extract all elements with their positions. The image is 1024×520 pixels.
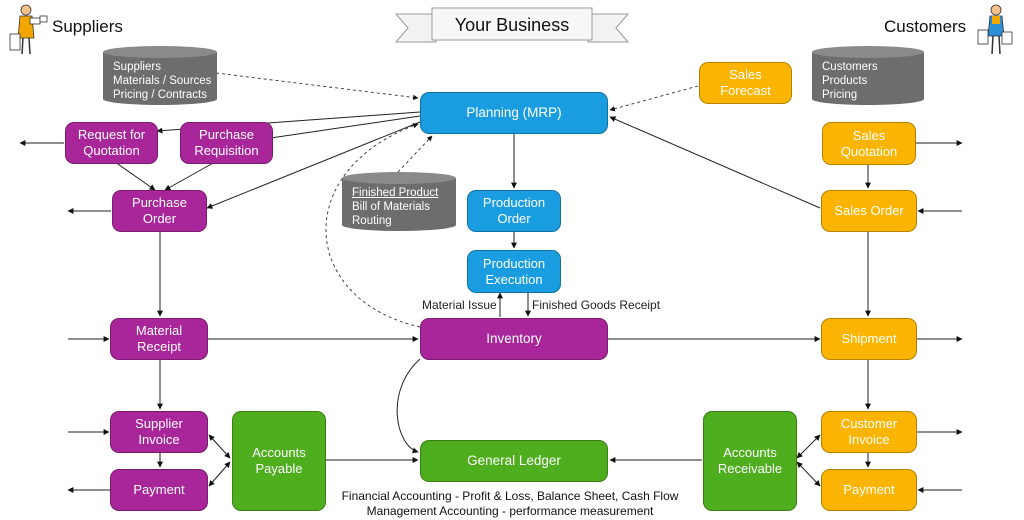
finished-goods-receipt-label: Finished Goods Receipt: [532, 298, 661, 312]
sales-forecast-node[interactable]: Sales Forecast: [699, 62, 792, 104]
node-label: Shipment: [841, 331, 897, 346]
financial-accounting-note: Financial Accounting - Profit & Loss, Ba…: [341, 489, 679, 503]
title-banner: [394, 7, 630, 43]
node-label: Forecast: [720, 83, 771, 98]
db-line: Suppliers: [113, 61, 161, 73]
customers-database[interactable]: Customers Products Pricing: [812, 46, 924, 106]
node-label: Quotation: [83, 143, 140, 158]
production-execution-node[interactable]: Production Execution: [467, 250, 561, 293]
node-label: Order: [497, 211, 531, 226]
node-label: Sales Order: [834, 203, 904, 218]
suppliers-label: Suppliers: [52, 17, 123, 36]
accounts-receivable-node[interactable]: Accounts Receivable: [703, 411, 797, 511]
arrow-ap-payment: [208, 461, 231, 487]
purchase-requisition-node[interactable]: Purchase Requisition: [180, 122, 273, 164]
purchase-order-node[interactable]: Purchase Order: [112, 190, 207, 232]
node-label: Accounts: [252, 445, 306, 460]
node-label: Accounts: [723, 445, 777, 460]
db-line: Customers: [822, 61, 878, 73]
arrow-inventory-to-gl: [396, 358, 421, 454]
db-line: Bill of Materials: [352, 201, 430, 213]
management-accounting-note: Management Accounting - performance meas…: [366, 504, 654, 518]
arrow-rfq-to-po: [114, 161, 156, 191]
node-label: Payable: [255, 461, 303, 476]
node-label: Supplier: [135, 416, 183, 431]
db-line: Products: [822, 75, 868, 87]
node-label: Receipt: [136, 339, 182, 354]
sales-order-node[interactable]: Sales Order: [821, 190, 917, 232]
dotted-productdb-to-planning: [397, 135, 433, 173]
node-label: Payment: [843, 482, 895, 497]
general-ledger-node[interactable]: General Ledger: [420, 440, 608, 482]
node-label: Requisition: [194, 143, 259, 158]
accounts-payable-node[interactable]: Accounts Payable: [232, 411, 326, 511]
shipment-node[interactable]: Shipment: [821, 318, 917, 360]
node-label: Quotation: [840, 143, 898, 159]
node-label: Invoice: [138, 432, 180, 447]
node-label: Purchase: [132, 195, 187, 210]
node-label: Material: [135, 323, 183, 338]
db-line: Pricing: [822, 89, 858, 101]
arrow-req-to-po: [164, 161, 216, 191]
node-label: Payment: [133, 482, 185, 497]
database-icon: [103, 46, 217, 105]
node-label: Production: [482, 195, 546, 210]
suppliers-database[interactable]: Suppliers Materials / Sources Pricing / …: [103, 46, 217, 106]
arrow-ar-invoice: [796, 434, 821, 459]
db-line: Finished Product: [352, 187, 439, 199]
arrow-ap-invoice: [208, 434, 231, 459]
arrow-planning-to-po: [206, 121, 421, 209]
supplier-icon: [9, 4, 48, 55]
sales-quotation-node[interactable]: Sales Quotation: [822, 122, 916, 165]
dotted-inventory-to-planning: [325, 123, 421, 328]
node-label: Customer: [840, 416, 898, 431]
database-icon: [812, 46, 924, 105]
request-for-quotation-node[interactable]: Request for Quotation: [65, 122, 158, 164]
database-icon: [342, 172, 456, 231]
material-receipt-node[interactable]: Material Receipt: [110, 318, 208, 360]
arrow-planning-to-req: [256, 115, 421, 143]
material-issue-label: Material Issue: [422, 298, 497, 312]
node-label: Sales: [852, 127, 886, 143]
node-label: General Ledger: [467, 453, 561, 468]
customers-label: Customers: [884, 17, 967, 36]
node-label: Order: [142, 211, 177, 226]
product-database[interactable]: Finished Product Bill of Materials Routi…: [342, 172, 456, 232]
node-label: Receivable: [717, 461, 783, 476]
payment-left-node[interactable]: Payment: [110, 469, 208, 511]
page-title: Your Business: [454, 15, 570, 35]
customer-invoice-node[interactable]: Customer Invoice: [821, 411, 917, 453]
node-label: Sales: [729, 67, 762, 82]
node-label: Inventory: [486, 331, 542, 346]
node-label: Execution: [485, 271, 543, 287]
supplier-invoice-node[interactable]: Supplier Invoice: [110, 411, 208, 453]
node-label: Invoice: [848, 432, 890, 447]
node-label: Purchase: [199, 127, 254, 142]
planning-mrp-node[interactable]: Planning (MRP): [420, 92, 608, 134]
node-label: Production: [482, 255, 546, 271]
db-line: Routing: [352, 215, 392, 227]
arrow-ar-payment: [796, 461, 821, 487]
payment-right-node[interactable]: Payment: [821, 469, 917, 511]
db-line: Pricing / Contracts: [113, 89, 207, 101]
dotted-forecast-to-planning: [609, 85, 699, 112]
node-label: Planning (MRP): [466, 105, 562, 120]
db-line: Materials / Sources: [113, 75, 212, 87]
customer-icon: [977, 4, 1013, 55]
accounting-notes: Financial Accounting - Profit & Loss, Ba…: [300, 489, 720, 519]
inventory-node[interactable]: Inventory: [420, 318, 608, 360]
arrow-salesorder-to-planning: [609, 116, 821, 209]
production-order-node[interactable]: Production Order: [467, 190, 561, 232]
node-label: Request for: [77, 127, 146, 142]
dotted-supplierdb-to-planning: [215, 72, 419, 101]
